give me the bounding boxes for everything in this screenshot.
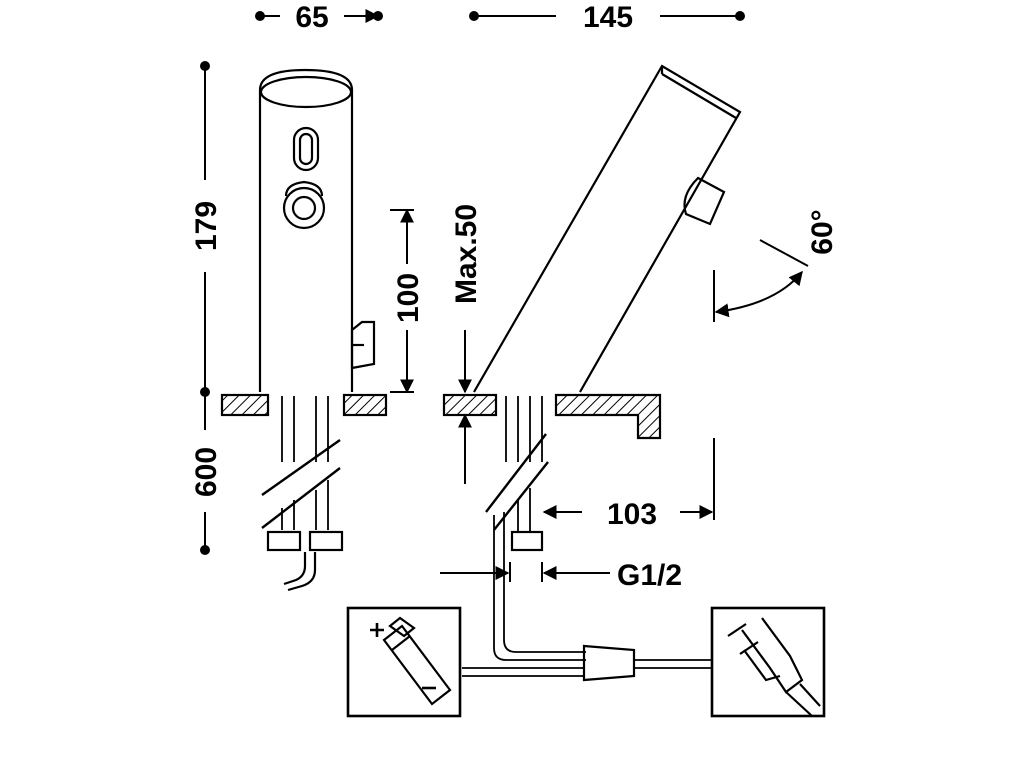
dimension-lines [204,9,809,582]
dimension-endpoints [200,11,745,555]
dim-label-145: 145 [583,1,633,34]
battery-box [346,606,462,718]
front-cable [287,552,317,592]
front-faucet-body [258,68,354,392]
sensor-window [292,126,320,172]
front-lever [350,320,376,370]
front-countertop-right [342,393,388,417]
front-supply-hoses [261,396,341,530]
control-button [282,186,326,230]
dim-label-103: 103 [607,498,657,531]
dim-label-60deg: 60° [806,209,839,254]
power-plug-icon [727,617,821,717]
power-cable [493,515,586,661]
spout-outlet [683,176,726,226]
front-connector-right [308,530,344,552]
side-countertop-right [554,393,662,440]
side-connector [510,530,544,552]
battery-icon [370,616,452,706]
front-view [220,68,388,592]
dim-label-600: 600 [190,447,223,497]
front-faucet-top [259,75,353,109]
cable-splitter [582,644,636,682]
side-faucet-body [473,64,742,393]
front-connector-left [266,530,302,552]
side-supply-hoses [485,396,549,532]
dim-label-65: 65 [295,1,328,34]
dim-label-g12: G1/2 [617,559,682,592]
plug-box [710,606,826,718]
side-view [442,64,742,682]
dim-label-100: 100 [392,273,425,323]
dim-label-179: 179 [190,201,223,251]
side-countertop-left [442,393,498,417]
dim-label-max50: Max.50 [450,204,483,304]
front-countertop-left [220,393,270,417]
